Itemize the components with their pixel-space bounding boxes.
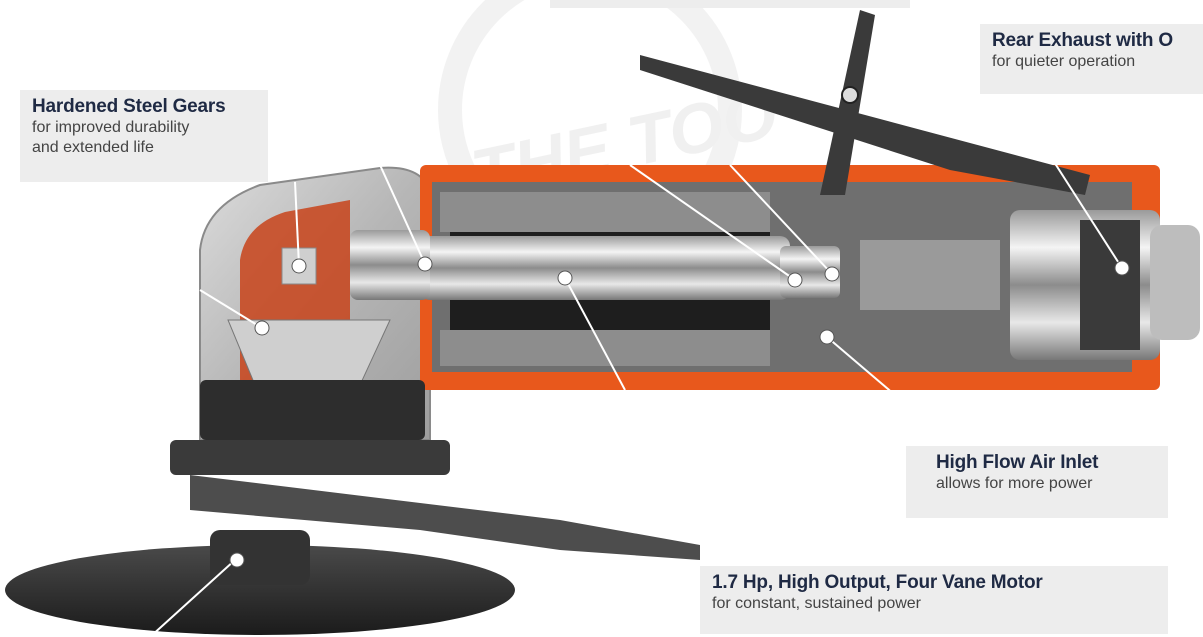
disc-hub: [210, 530, 310, 585]
spindle-housing: [200, 380, 425, 440]
callout-subtext: for quieter operation: [992, 53, 1136, 70]
top-callout-fragment: [550, 0, 910, 8]
spindle-flange: [170, 440, 450, 475]
callout-title: High Flow Air Inlet: [936, 452, 1099, 473]
valve-body: [860, 240, 1000, 310]
grinding-disc: [5, 545, 515, 635]
marker-dot: [824, 266, 840, 282]
leader-lines: [149, 139, 1123, 637]
marker-dot: [417, 256, 433, 272]
callout-subtext: for improved durability: [32, 119, 190, 136]
marker-dot: [229, 552, 245, 568]
marker-dot: [819, 329, 835, 345]
callout-high-flow-air-inlet: High Flow Air Inlet allows for more powe…: [906, 446, 1168, 518]
callout-title: Rear Exhaust with O: [992, 30, 1173, 51]
marker-dot: [254, 320, 270, 336]
callout-markers: [229, 256, 1130, 568]
pinion-gear: [350, 230, 430, 300]
callout-hardened-steel-gears: Hardened Steel Gears for improved durabi…: [20, 90, 268, 182]
callout-title: 1.7 Hp, High Output, Four Vane Motor: [712, 572, 1043, 593]
wheel-guard: [190, 475, 700, 560]
motor-cylinder-top: [440, 192, 770, 232]
marker-dot: [1114, 260, 1130, 276]
marker-dot: [557, 270, 573, 286]
callout-subtext: and extended life: [32, 139, 154, 156]
marker-dot: [291, 258, 307, 274]
callout-title: Hardened Steel Gears: [32, 96, 226, 117]
lever-pivot: [841, 86, 859, 104]
callout-subtext: allows for more power: [936, 475, 1093, 492]
callout-four-vane-motor: 1.7 Hp, High Output, Four Vane Motor for…: [700, 566, 1168, 634]
callout-subtext: for constant, sustained power: [712, 595, 922, 612]
throttle-lever: [640, 55, 1090, 195]
rear-end: [1150, 225, 1200, 340]
motor-cylinder-bottom: [440, 330, 770, 366]
marker-dot: [787, 272, 803, 288]
rotor-shaft: [420, 236, 790, 300]
rear-exhaust-spring: [1080, 220, 1140, 350]
callout-rear-exhaust: Rear Exhaust with O for quieter operatio…: [980, 24, 1203, 94]
